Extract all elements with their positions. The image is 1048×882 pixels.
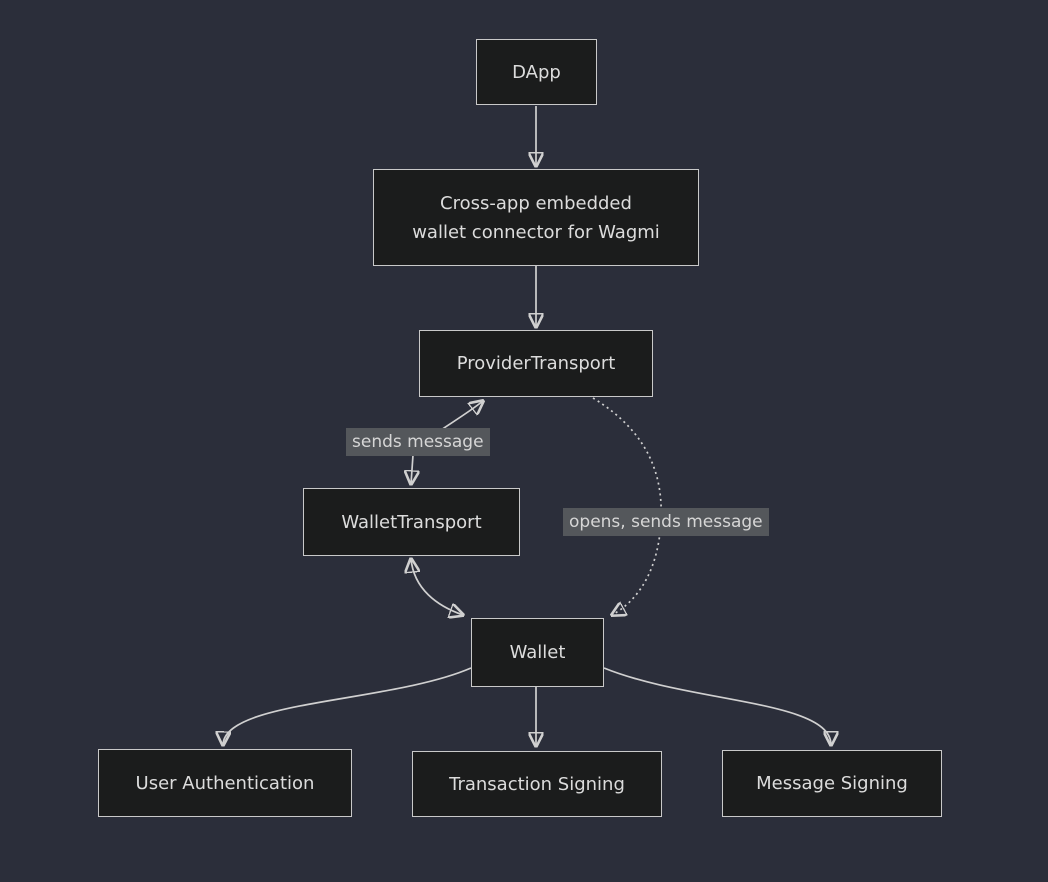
node-wallet: Wallet [471, 618, 604, 687]
edge-wallet-to-messagesigning [603, 667, 831, 745]
node-message-signing: Message Signing [722, 750, 942, 817]
node-wallet-transport: WalletTransport [303, 488, 520, 556]
edge-providertransport-to-wallet-dotted [592, 397, 663, 615]
node-cross-app-connector: Cross-app embedded wallet connector for … [373, 169, 699, 266]
node-transaction-signing: Transaction Signing [412, 751, 662, 817]
node-dapp: DApp [476, 39, 597, 105]
node-user-authentication: User Authentication [98, 749, 352, 817]
edge-wallet-to-userauthentication [223, 667, 472, 745]
edge-label-opens-sends-message: opens, sends message [563, 508, 769, 536]
edge-label-sends-message: sends message [346, 428, 490, 456]
edge-wallettransport-wallet [411, 559, 463, 615]
node-provider-transport: ProviderTransport [419, 330, 653, 397]
